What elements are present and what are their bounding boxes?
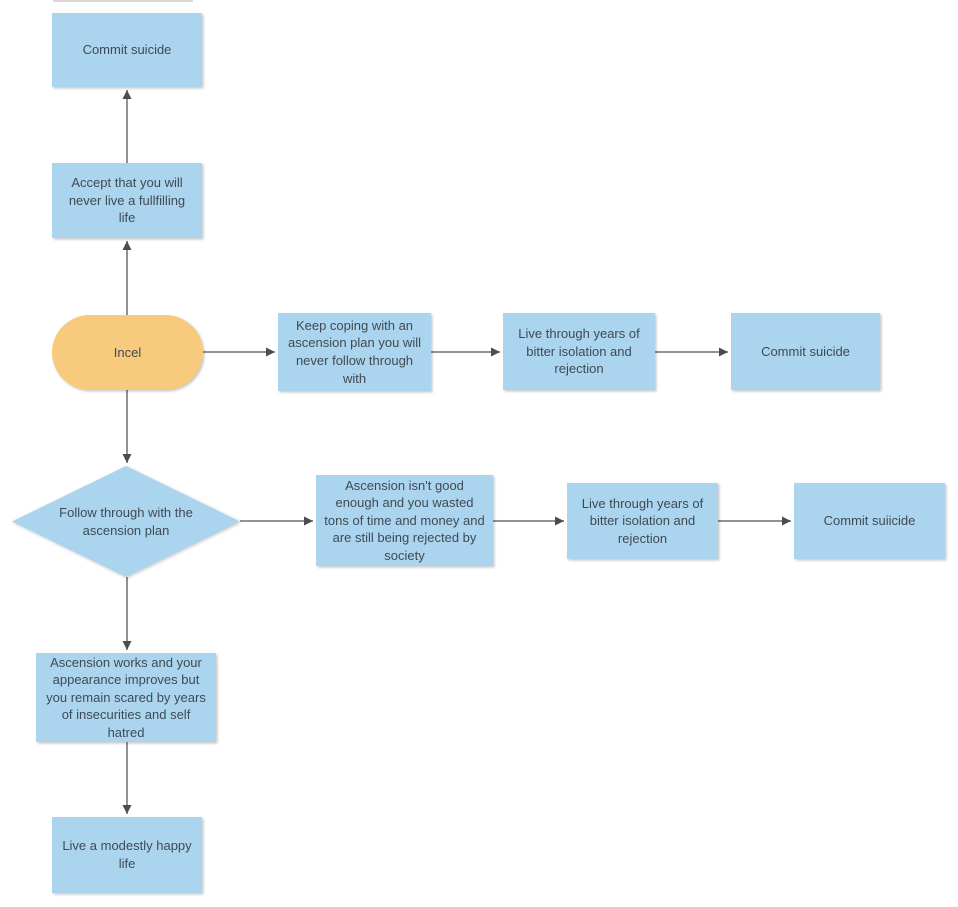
node-follow-through-decision: Follow through with the ascension plan bbox=[12, 466, 240, 577]
decision-diamond-label: Follow through with the ascension plan bbox=[59, 504, 193, 538]
node-modestly-happy-life: Live a modestly happy life bbox=[52, 817, 202, 893]
node-incel-terminator: Incel bbox=[52, 315, 203, 390]
node-bitter-isolation-2: Live through years of bitter isolation a… bbox=[567, 483, 718, 559]
node-commit-suiicide: Commit suiicide bbox=[794, 483, 945, 559]
node-ascension-works: Ascension works and your appearance impr… bbox=[36, 653, 216, 742]
node-bitter-isolation-1: Live through years of bitter isolation a… bbox=[503, 313, 655, 390]
node-commit-suicide-mid: Commit suicide bbox=[731, 313, 880, 390]
cropped-shape-edge bbox=[53, 0, 193, 2]
node-ascension-not-good-enough: Ascension isn't good enough and you wast… bbox=[316, 475, 493, 566]
node-commit-suicide-top: Commit suicide bbox=[52, 13, 202, 87]
node-keep-coping: Keep coping with an ascension plan you w… bbox=[278, 313, 431, 391]
node-accept-unfulfilling-life: Accept that you will never live a fullfi… bbox=[52, 163, 202, 238]
